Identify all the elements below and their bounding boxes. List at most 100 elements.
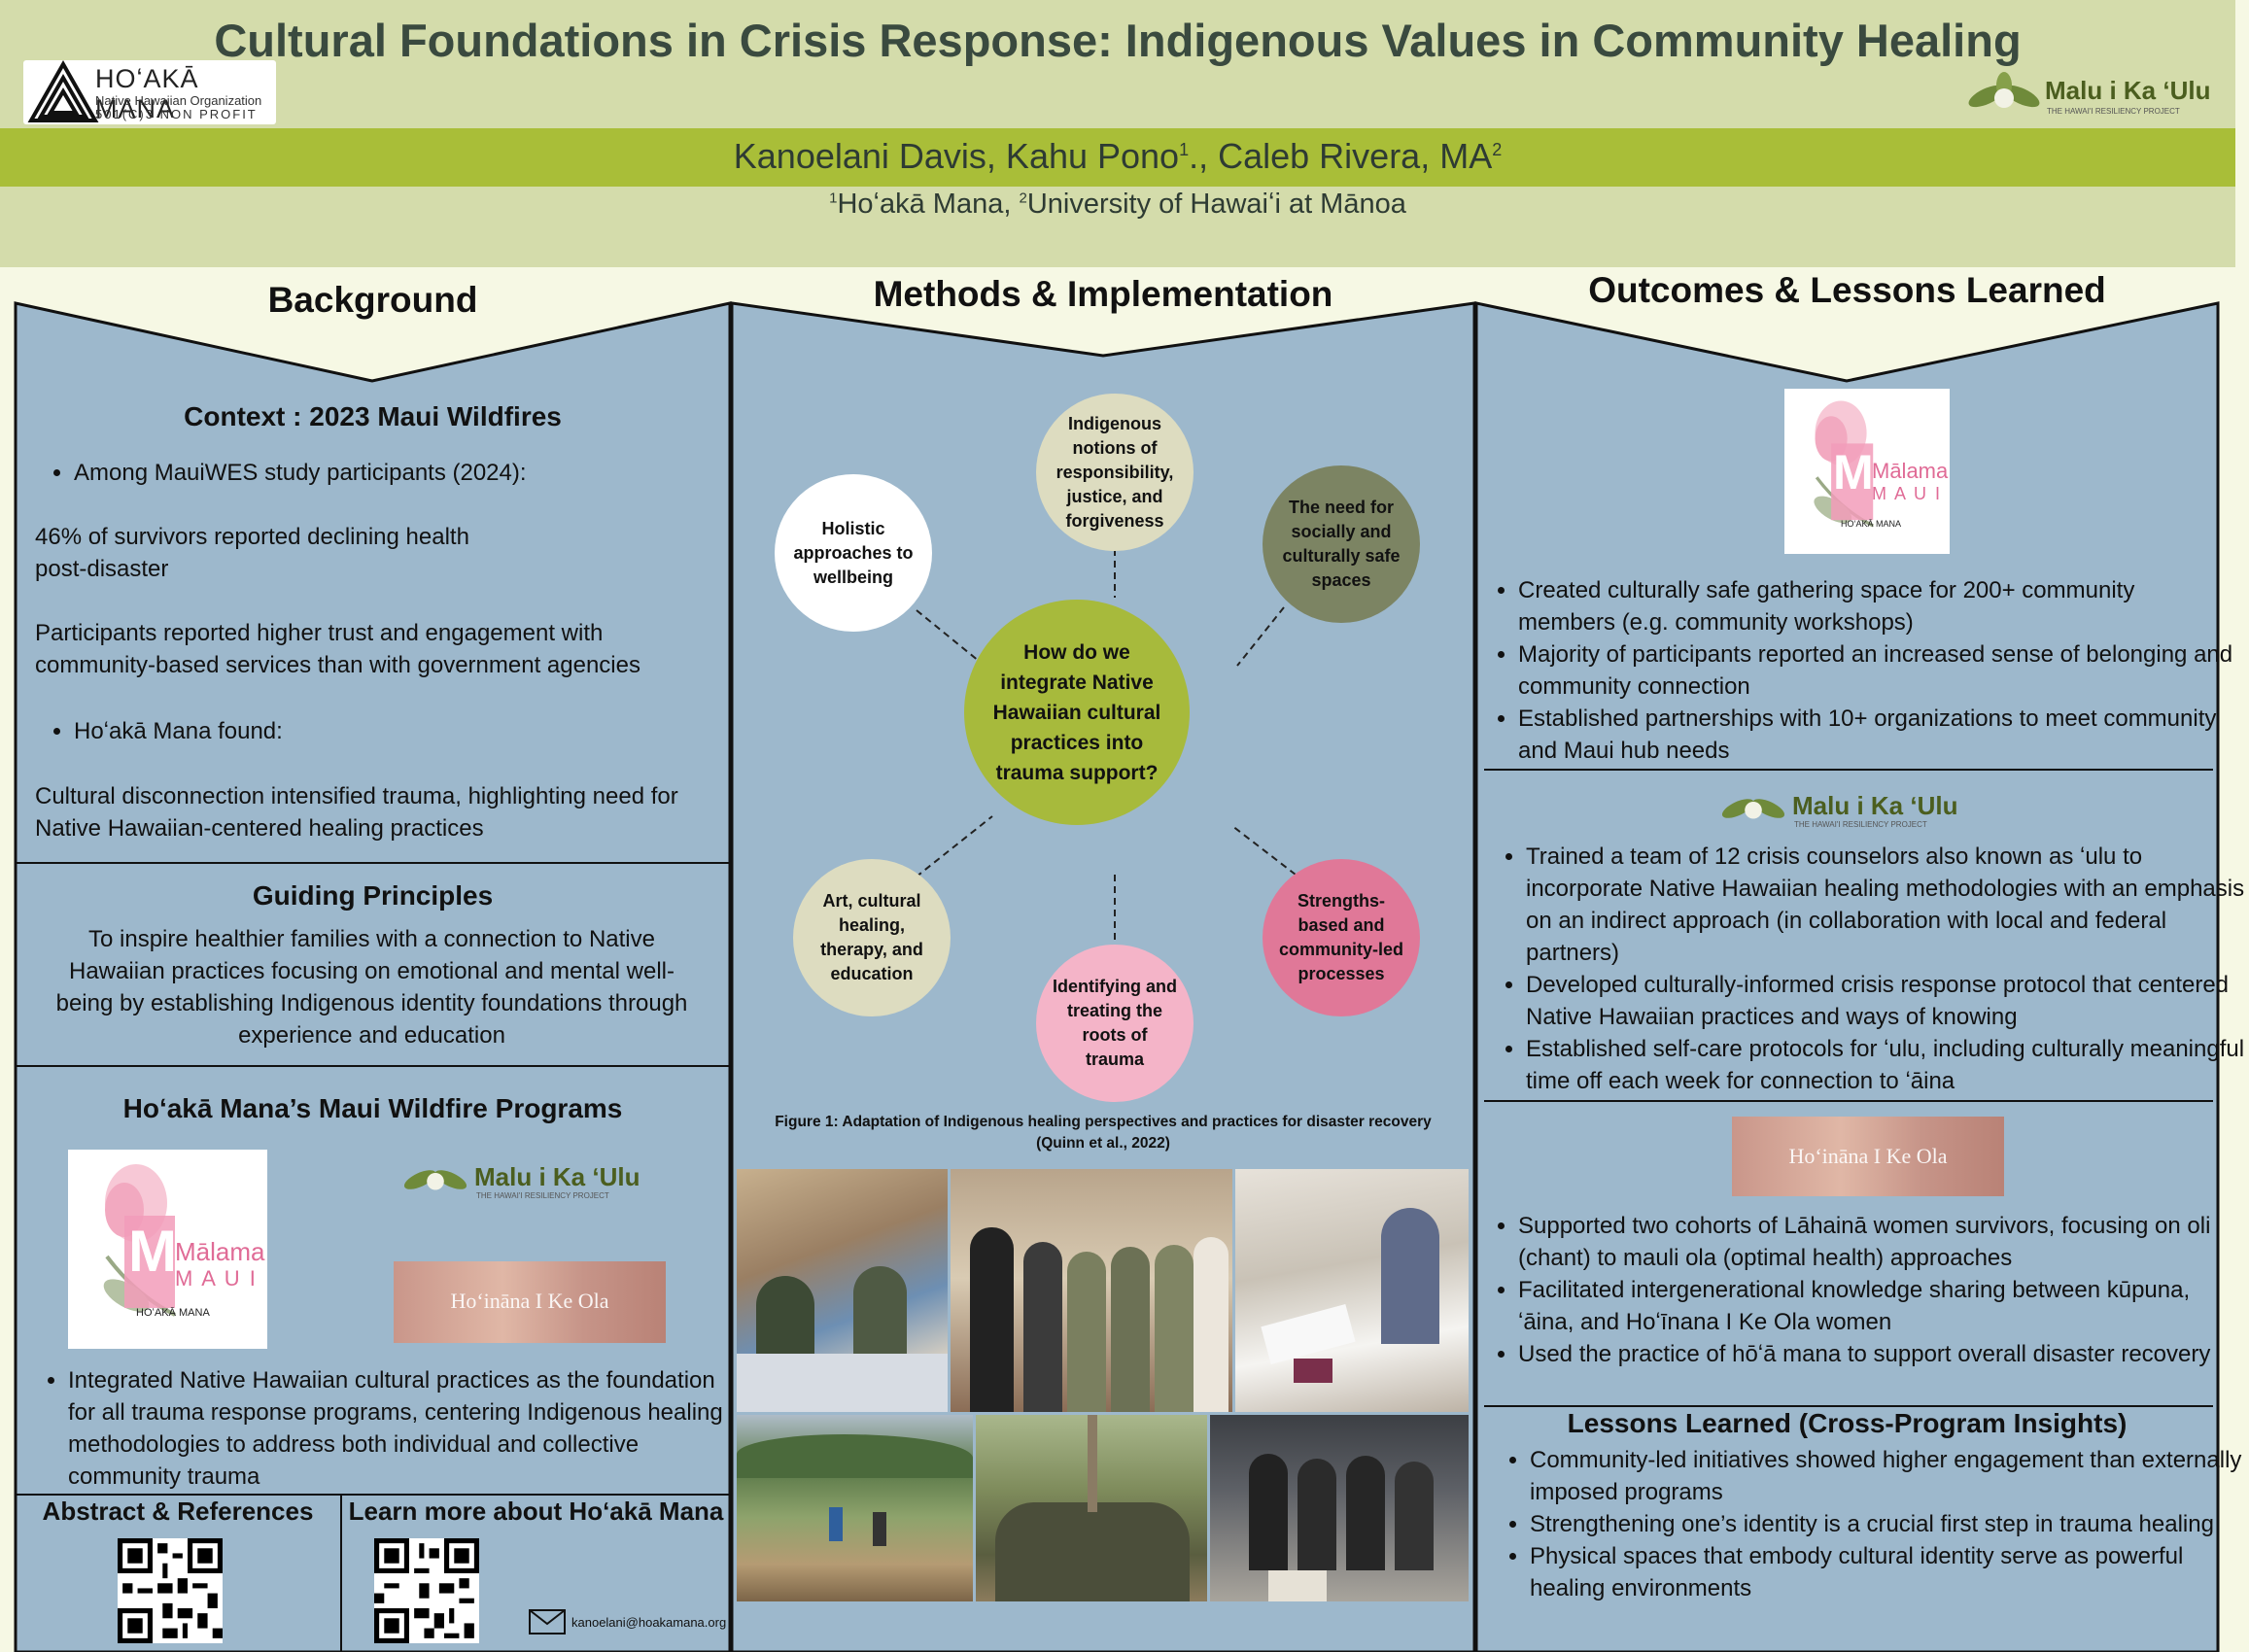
malu-logo-sub: THE HAWAI'I RESILIENCY PROJECT bbox=[2047, 107, 2180, 116]
malama-word: Mālama bbox=[175, 1237, 265, 1266]
abstract-qr-code[interactable] bbox=[118, 1538, 223, 1643]
authors-line: Kanoelani Davis, Kahu Pono1., Caleb Rive… bbox=[733, 136, 1503, 176]
node-holistic-text: Holistic approaches to wellbeing bbox=[793, 518, 914, 587]
background-title: Background bbox=[267, 280, 478, 320]
triangle-logo-icon bbox=[27, 59, 99, 122]
node-art-healing-text: Art, cultural healing, therapy, and educ… bbox=[820, 891, 923, 983]
maui-word: M A U I bbox=[1872, 484, 1943, 503]
malama-outcomes-list: Created culturally safe gathering space … bbox=[1479, 574, 2237, 767]
outdoor-group-photo bbox=[976, 1415, 1207, 1601]
logo-name: HOʻAKĀ MANA bbox=[95, 64, 199, 123]
ulu-leaf-icon bbox=[1721, 799, 1785, 819]
affiliations-line: 1Hoʻakā Mana, 2University of Hawaiʻi at … bbox=[829, 189, 1406, 220]
programs-bullet: Integrated Native Hawaiian cultural prac… bbox=[68, 1364, 748, 1493]
context-bullet: Among MauiWES study participants (2024): bbox=[74, 457, 744, 489]
section-divider bbox=[16, 1065, 730, 1067]
node-responsibility-text: Indigenous notions of responsibility, ju… bbox=[1055, 413, 1174, 531]
malu-sub: THE HAWAI'I RESILIENCY PROJECT bbox=[476, 1191, 609, 1200]
lessons-title: Lessons Learned (Cross-Program Insights) bbox=[1567, 1408, 2128, 1438]
stat-declining-health: 46% of survivors reported declining heal… bbox=[35, 524, 469, 582]
section-divider bbox=[1484, 769, 2213, 771]
section-divider bbox=[1484, 1100, 2213, 1102]
envelope-icon bbox=[529, 1609, 566, 1635]
node-strengths-text: Strengths-based and community-led proces… bbox=[1278, 891, 1403, 983]
node-holistic: Holistic approaches to wellbeing bbox=[775, 474, 932, 632]
rose-icon bbox=[103, 1164, 176, 1317]
found-list: Hoʻakā Mana found: bbox=[35, 715, 744, 747]
hoinana-text: Hoʻināna I Ke Ola bbox=[450, 1289, 609, 1313]
malu-name: Malu i Ka ʻUlu bbox=[474, 1162, 640, 1191]
found-bullet: Hoʻakā Mana found: bbox=[74, 715, 744, 747]
finding-text: Cultural disconnection intensified traum… bbox=[35, 783, 678, 842]
affiliation-band bbox=[0, 187, 2235, 267]
node-safe-spaces-text: The need for socially and culturally saf… bbox=[1282, 498, 1401, 590]
lesson-item: Strengthening one’s identity is a crucia… bbox=[1530, 1508, 2249, 1540]
outcome-item: Established self-care protocols for ʻulu… bbox=[1526, 1033, 2245, 1097]
outcome-item: Trained a team of 12 crisis counselors a… bbox=[1526, 841, 2245, 969]
hoinana-text: Hoʻināna I Ke Ola bbox=[1788, 1144, 1948, 1168]
node-roots-trauma-text: Identifying and treating the roots of tr… bbox=[1053, 977, 1177, 1069]
lessons-list: Community-led initiatives showed higher … bbox=[1491, 1444, 2249, 1604]
malu-outcomes-list: Trained a team of 12 crisis counselors a… bbox=[1487, 841, 2245, 1097]
rose-icon bbox=[1814, 400, 1874, 528]
section-divider bbox=[1484, 1405, 2213, 1407]
hoinana-logo: Hoʻināna I Ke Ola bbox=[394, 1261, 666, 1343]
center-question-text: How do we integrate Native Hawaiian cult… bbox=[992, 640, 1161, 784]
figure-caption: Figure 1: Adaptation of Indigenous heali… bbox=[748, 1112, 1458, 1154]
lesson-item: Community-led initiatives showed higher … bbox=[1530, 1444, 2249, 1508]
team-group-photo bbox=[951, 1169, 1232, 1412]
node-art-healing: Art, cultural healing, therapy, and educ… bbox=[793, 859, 951, 1016]
malama-maui-logo-outcomes: M Mālama M A U I HOʻAKĀ MANA bbox=[1784, 389, 1950, 554]
maui-word: M A U I bbox=[175, 1266, 258, 1291]
caption-line1: Figure 1: Adaptation of Indigenous heali… bbox=[775, 1114, 1432, 1130]
abstract-label: Abstract & References bbox=[42, 1497, 314, 1526]
malu-name: Malu i Ka ʻUlu bbox=[1792, 791, 1958, 820]
hoinana-logo-outcomes: Hoʻināna I Ke Ola bbox=[1732, 1117, 2004, 1196]
stat-trust: Participants reported higher trust and e… bbox=[35, 620, 640, 678]
node-strengths: Strengths-based and community-led proces… bbox=[1263, 859, 1420, 1016]
qr-divider bbox=[340, 1494, 342, 1652]
logo-sub: Native Hawaiian Organization bbox=[95, 93, 262, 108]
node-responsibility: Indigenous notions of responsibility, ju… bbox=[1036, 394, 1194, 551]
malu-logo-header: Malu i Ka ʻUlu THE HAWAI'I RESILIENCY PR… bbox=[1965, 68, 2228, 126]
malama-org: HOʻAKĀ MANA bbox=[136, 1307, 210, 1319]
contact-email[interactable]: kanoelani@hoakamana.org bbox=[571, 1615, 727, 1630]
outcome-item: Supported two cohorts of Lāhainā women s… bbox=[1518, 1210, 2237, 1274]
land-restoration-photo bbox=[737, 1415, 973, 1601]
outcome-item: Facilitated intergenerational knowledge … bbox=[1518, 1274, 2237, 1338]
author-band bbox=[0, 128, 2235, 187]
section-divider bbox=[16, 862, 730, 864]
learn-more-qr-code[interactable] bbox=[374, 1538, 479, 1643]
logo-sub2: 501(C)3 NON PROFIT bbox=[95, 107, 258, 121]
node-safe-spaces: The need for socially and culturally saf… bbox=[1263, 465, 1420, 623]
malama-m: M bbox=[1833, 445, 1874, 499]
workshop-photo bbox=[737, 1169, 948, 1412]
context-list: Among MauiWES study participants (2024): bbox=[35, 457, 744, 489]
ulu-leaf-icon bbox=[403, 1170, 467, 1190]
outcomes-title: Outcomes & Lessons Learned bbox=[1588, 270, 2106, 310]
outcome-item: Established partnerships with 10+ organi… bbox=[1518, 703, 2237, 767]
section-divider bbox=[16, 1494, 730, 1496]
methods-title: Methods & Implementation bbox=[873, 274, 1333, 314]
malu-logo-programs: Malu i Ka ʻUlu THE HAWAI'I RESILIENCY PR… bbox=[400, 1156, 653, 1205]
workshop-table-photo bbox=[1235, 1169, 1469, 1412]
malama-org: HOʻAKĀ MANA bbox=[1841, 519, 1902, 529]
guiding-text: To inspire healthier families with a con… bbox=[55, 926, 688, 1049]
ulu-leaf-icon bbox=[1968, 72, 2040, 108]
guiding-title: Guiding Principles bbox=[252, 880, 494, 911]
malama-maui-logo: M Mālama M A U I HOʻAKĀ MANA bbox=[68, 1150, 267, 1349]
lesson-item: Physical spaces that embody cultural ide… bbox=[1530, 1540, 2249, 1604]
programs-title: Hoʻakā Mana’s Maui Wildfire Programs bbox=[122, 1093, 623, 1123]
malama-m: M bbox=[128, 1219, 177, 1284]
malu-sub: THE HAWAI'I RESILIENCY PROJECT bbox=[1794, 820, 1927, 829]
poster-title: Cultural Foundations in Crisis Response:… bbox=[214, 15, 2022, 66]
outcome-item: Majority of participants reported an inc… bbox=[1518, 638, 2237, 703]
programs-list: Integrated Native Hawaiian cultural prac… bbox=[29, 1364, 748, 1493]
context-title: Context : 2023 Maui Wildfires bbox=[184, 401, 562, 431]
node-roots-trauma: Identifying and treating the roots of tr… bbox=[1036, 945, 1194, 1102]
hoaka-mana-logo: HOʻAKĀ MANA Native Hawaiian Organization… bbox=[23, 59, 276, 124]
center-question-circle: How do we integrate Native Hawaiian cult… bbox=[964, 600, 1190, 825]
indoor-group-photo bbox=[1210, 1415, 1469, 1601]
hoinana-outcomes-list: Supported two cohorts of Lāhainā women s… bbox=[1479, 1210, 2237, 1370]
outcome-item: Developed culturally-informed crisis res… bbox=[1526, 969, 2245, 1033]
